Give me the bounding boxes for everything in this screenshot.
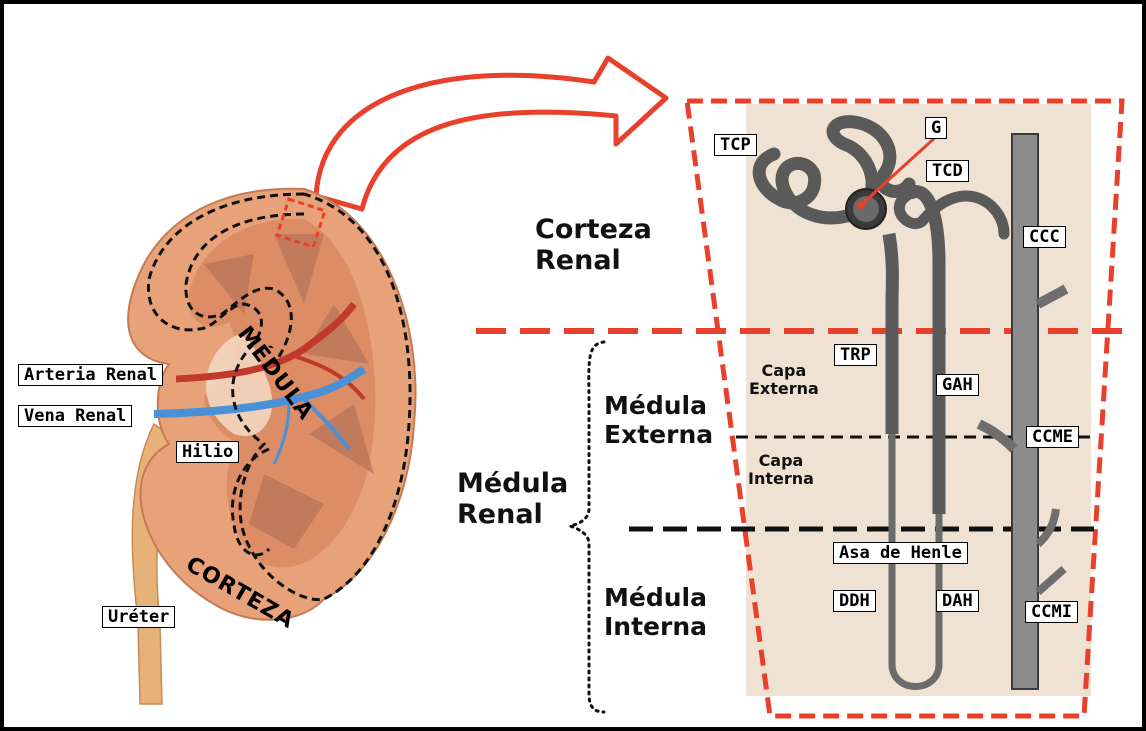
- asa-de-henle-label: Asa de Henle: [833, 542, 968, 564]
- arteria-renal-label: Arteria Renal: [18, 364, 163, 386]
- tcd-label: TCD: [926, 160, 969, 182]
- g-label: G: [925, 117, 947, 139]
- ureter-label: Uréter: [102, 606, 175, 628]
- ddh-label: DDH: [833, 590, 876, 612]
- trp-label: TRP: [834, 344, 877, 366]
- ccc-label: CCC: [1023, 226, 1066, 248]
- dah-label: DAH: [936, 590, 979, 612]
- ccmi-label: CCMI: [1025, 601, 1078, 623]
- zoom-arrow: [316, 58, 666, 209]
- tcp-label: TCP: [714, 134, 757, 156]
- vena-renal-label: Vena Renal: [18, 405, 132, 427]
- thick-descending-limb: [889, 234, 892, 434]
- gah-label: GAH: [936, 374, 979, 396]
- medula-renal-bracket: [570, 342, 604, 712]
- ccme-label: CCME: [1026, 426, 1079, 448]
- hilio-label: Hilio: [176, 441, 239, 463]
